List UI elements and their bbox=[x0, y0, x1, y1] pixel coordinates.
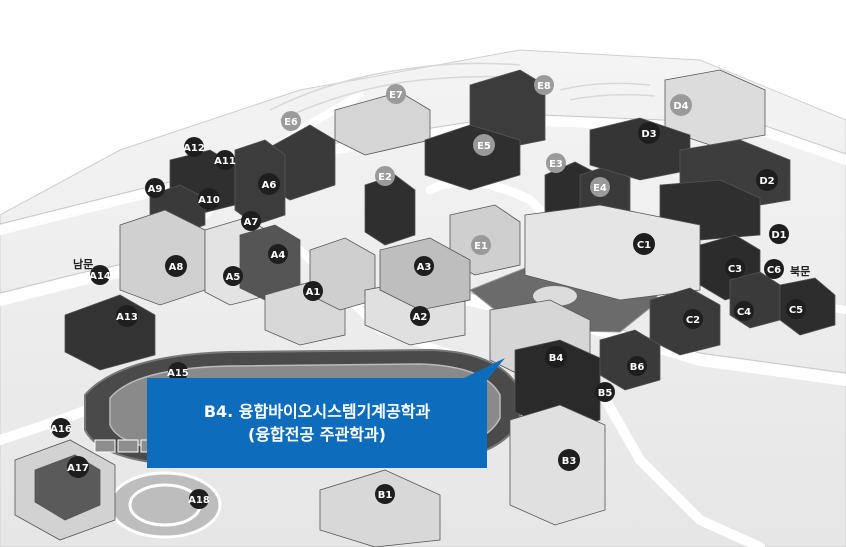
marker-E3[interactable]: E3 bbox=[546, 153, 566, 173]
marker-C2[interactable]: C2 bbox=[683, 309, 703, 329]
svg-text:D3: D3 bbox=[641, 129, 656, 140]
svg-text:A1: A1 bbox=[306, 287, 321, 298]
marker-E1[interactable]: E1 bbox=[471, 235, 491, 255]
svg-text:B4: B4 bbox=[549, 353, 564, 364]
svg-text:E2: E2 bbox=[378, 172, 392, 183]
svg-text:D1: D1 bbox=[771, 230, 786, 241]
marker-B6[interactable]: B6 bbox=[627, 356, 647, 376]
marker-C3[interactable]: C3 bbox=[725, 258, 745, 278]
svg-text:C2: C2 bbox=[686, 315, 700, 326]
marker-C6[interactable]: C6 bbox=[764, 259, 784, 279]
svg-text:A12: A12 bbox=[183, 143, 205, 154]
svg-text:A9: A9 bbox=[148, 184, 163, 195]
department-callout: B4. 융합바이오시스템기계공학과 (융합전공 주관학과) bbox=[147, 378, 487, 468]
south-gate-label: 남문 bbox=[73, 258, 93, 271]
marker-A3[interactable]: A3 bbox=[414, 256, 434, 276]
marker-A8[interactable]: A8 bbox=[165, 255, 187, 277]
marker-A9[interactable]: A9 bbox=[145, 178, 165, 198]
marker-A6[interactable]: A6 bbox=[258, 173, 280, 195]
marker-A12[interactable]: A12 bbox=[183, 137, 205, 157]
svg-text:C6: C6 bbox=[767, 265, 781, 276]
svg-text:C4: C4 bbox=[737, 307, 751, 318]
marker-E8[interactable]: E8 bbox=[534, 75, 554, 95]
marker-A13[interactable]: A13 bbox=[116, 305, 138, 327]
marker-B5[interactable]: B5 bbox=[595, 382, 615, 402]
svg-text:B5: B5 bbox=[598, 388, 613, 399]
marker-E2[interactable]: E2 bbox=[375, 166, 395, 186]
svg-text:E1: E1 bbox=[474, 241, 488, 252]
marker-A17[interactable]: A17 bbox=[67, 456, 89, 478]
marker-A14[interactable]: A14 bbox=[89, 265, 111, 285]
marker-A1[interactable]: A1 bbox=[303, 281, 323, 301]
callout-subtitle: (융합전공 주관학과) bbox=[248, 425, 386, 444]
marker-C4[interactable]: C4 bbox=[734, 301, 754, 321]
marker-A2[interactable]: A2 bbox=[410, 306, 430, 326]
marker-A11[interactable]: A11 bbox=[214, 150, 236, 170]
svg-text:D4: D4 bbox=[673, 101, 688, 112]
svg-text:B1: B1 bbox=[378, 490, 393, 501]
svg-text:D2: D2 bbox=[759, 176, 774, 187]
marker-E4[interactable]: E4 bbox=[590, 177, 610, 197]
svg-text:E7: E7 bbox=[389, 90, 403, 101]
svg-text:A2: A2 bbox=[413, 312, 428, 323]
marker-B4[interactable]: B4 bbox=[545, 346, 567, 368]
svg-text:E4: E4 bbox=[593, 183, 607, 194]
marker-A16[interactable]: A16 bbox=[50, 418, 72, 438]
svg-text:A17: A17 bbox=[67, 463, 89, 474]
svg-text:A5: A5 bbox=[226, 272, 241, 283]
callout-title: B4. 융합바이오시스템기계공학과 bbox=[203, 402, 431, 421]
marker-D4[interactable]: D4 bbox=[670, 94, 692, 116]
svg-text:E8: E8 bbox=[537, 81, 551, 92]
svg-text:A13: A13 bbox=[116, 312, 138, 323]
svg-text:A16: A16 bbox=[50, 424, 72, 435]
marker-D3[interactable]: D3 bbox=[638, 122, 660, 144]
svg-text:A4: A4 bbox=[271, 250, 286, 261]
north-gate-label: 북문 bbox=[790, 264, 810, 278]
marker-E7[interactable]: E7 bbox=[386, 84, 406, 104]
svg-text:B6: B6 bbox=[630, 362, 645, 373]
marker-E6[interactable]: E6 bbox=[281, 111, 301, 131]
hill-contours bbox=[269, 62, 656, 121]
svg-text:A11: A11 bbox=[214, 156, 236, 167]
marker-C5[interactable]: C5 bbox=[786, 299, 806, 319]
marker-E5[interactable]: E5 bbox=[473, 134, 495, 156]
marker-A15[interactable]: A15 bbox=[167, 362, 189, 382]
svg-text:A7: A7 bbox=[244, 217, 259, 228]
svg-text:B3: B3 bbox=[562, 456, 577, 467]
callout-pointer bbox=[460, 358, 505, 380]
svg-text:A10: A10 bbox=[198, 195, 220, 206]
marker-A7[interactable]: A7 bbox=[241, 211, 261, 231]
svg-text:A14: A14 bbox=[89, 271, 111, 282]
marker-D2[interactable]: D2 bbox=[756, 169, 778, 191]
svg-text:A8: A8 bbox=[169, 262, 184, 273]
marker-D1[interactable]: D1 bbox=[769, 224, 789, 244]
svg-text:C1: C1 bbox=[637, 240, 651, 251]
svg-text:E5: E5 bbox=[477, 141, 491, 152]
marker-A5[interactable]: A5 bbox=[223, 266, 243, 286]
marker-A18[interactable]: A18 bbox=[188, 489, 210, 509]
svg-text:A15: A15 bbox=[167, 368, 189, 379]
svg-text:E6: E6 bbox=[284, 117, 298, 128]
svg-text:E3: E3 bbox=[549, 159, 563, 170]
marker-B1[interactable]: B1 bbox=[375, 484, 395, 504]
svg-text:C5: C5 bbox=[789, 305, 803, 316]
marker-A10[interactable]: A10 bbox=[198, 188, 220, 210]
building-markers: E7 E8 D4 E6 D3 E5 A12 A11 E3 E2 D2 A6 A9… bbox=[50, 75, 806, 509]
svg-text:A3: A3 bbox=[417, 262, 432, 273]
marker-B3[interactable]: B3 bbox=[558, 449, 580, 471]
svg-text:A6: A6 bbox=[262, 180, 277, 191]
marker-C1[interactable]: C1 bbox=[633, 233, 655, 255]
marker-A4[interactable]: A4 bbox=[268, 244, 288, 264]
svg-text:A18: A18 bbox=[188, 495, 210, 506]
svg-text:C3: C3 bbox=[728, 264, 742, 275]
